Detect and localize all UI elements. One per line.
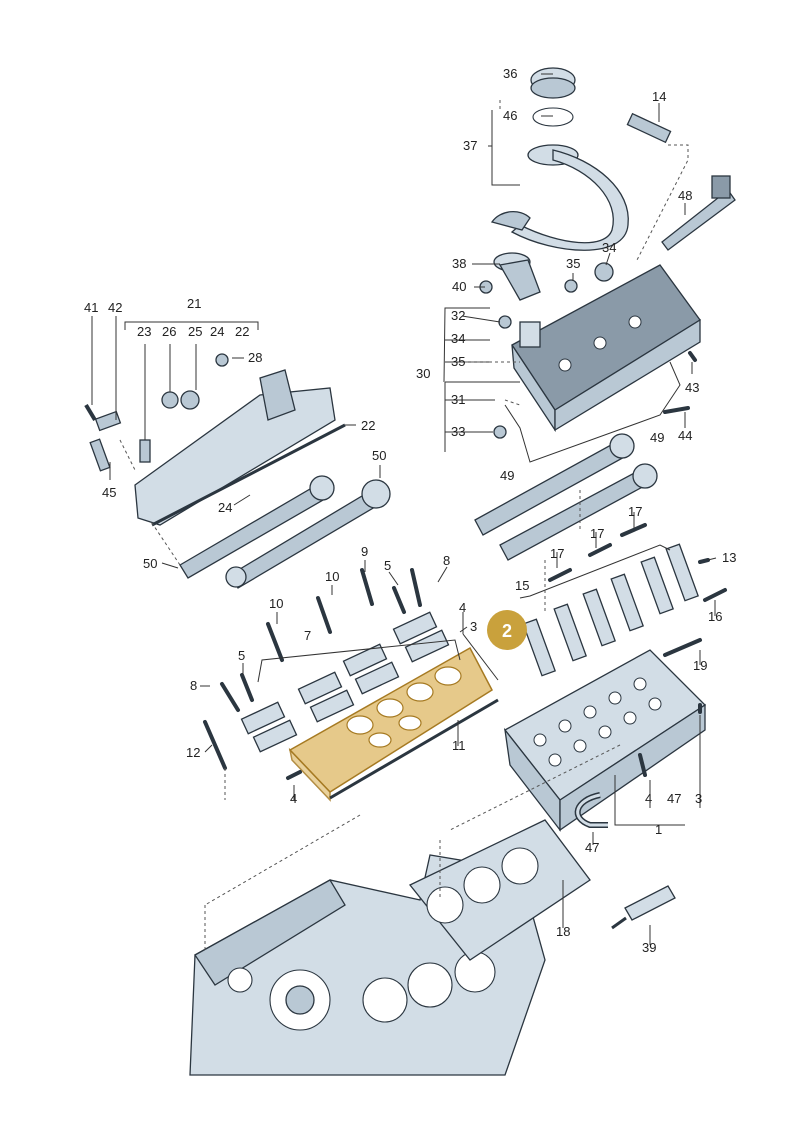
label-31: 31 xyxy=(451,392,465,407)
label-22-right: 22 xyxy=(361,418,375,433)
label-3-top: 3 xyxy=(470,619,477,634)
label-26: 26 xyxy=(162,324,176,339)
oil-filler-assembly xyxy=(490,67,629,251)
label-47-bottom: 47 xyxy=(585,840,599,855)
breather-parts xyxy=(479,252,614,439)
badge-circle[interactable] xyxy=(487,610,527,650)
label-5-left: 5 xyxy=(238,648,245,663)
label-11: 11 xyxy=(452,738,466,753)
label-35-mid: 35 xyxy=(451,354,465,369)
label-34-mid: 34 xyxy=(451,331,465,346)
bolts-left xyxy=(203,568,422,780)
sensor-and-injector xyxy=(626,112,736,251)
label-14: 14 xyxy=(652,89,666,104)
label-43: 43 xyxy=(685,380,699,395)
valve-cover-right xyxy=(511,264,701,433)
label-10-top: 10 xyxy=(325,569,339,584)
small-parts-right xyxy=(548,351,727,777)
camshafts-right xyxy=(474,433,658,561)
label-4-right: 4 xyxy=(645,791,652,806)
label-21: 21 xyxy=(187,296,201,311)
label-24-top: 24 xyxy=(210,324,224,339)
label-1: 1 xyxy=(655,822,662,837)
label-48: 48 xyxy=(678,188,692,203)
label-33: 33 xyxy=(451,424,465,439)
label-38: 38 xyxy=(452,256,466,271)
label-15: 15 xyxy=(515,578,529,593)
sealant-tube xyxy=(611,885,676,930)
label-28: 28 xyxy=(248,350,262,365)
badge-number[interactable]: 2 xyxy=(502,621,512,641)
label-7: 7 xyxy=(304,628,311,643)
label-50-left: 50 xyxy=(143,556,157,571)
label-5-top: 5 xyxy=(384,558,391,573)
label-4-top: 4 xyxy=(459,600,466,615)
position-badge[interactable]: 2 xyxy=(487,610,527,650)
rocker-arms-right xyxy=(522,543,699,677)
label-47-right: 47 xyxy=(667,791,681,806)
label-12: 12 xyxy=(186,745,200,760)
camshaft-cover-left xyxy=(134,369,346,527)
label-17-left: 17 xyxy=(550,546,564,561)
head-gasket xyxy=(408,819,591,961)
label-8-top: 8 xyxy=(443,553,450,568)
label-39: 39 xyxy=(642,940,656,955)
rod-11 xyxy=(329,698,499,800)
label-40: 40 xyxy=(452,279,466,294)
label-24-bottom: 24 xyxy=(218,500,232,515)
label-13: 13 xyxy=(722,550,736,565)
label-23: 23 xyxy=(137,324,151,339)
label-49-right: 49 xyxy=(650,430,664,445)
label-4-bottom: 4 xyxy=(290,791,297,806)
label-17-far: 17 xyxy=(628,504,642,519)
label-35-top: 35 xyxy=(566,256,580,271)
label-49-left: 49 xyxy=(500,468,514,483)
label-30: 30 xyxy=(416,366,430,381)
leader-lines xyxy=(91,73,717,950)
rocker-arms-left xyxy=(240,611,450,753)
label-42: 42 xyxy=(108,300,122,315)
label-46: 46 xyxy=(503,108,517,123)
label-19: 19 xyxy=(693,658,707,673)
pipe-47-inner xyxy=(576,793,608,827)
camshafts-left xyxy=(179,475,391,589)
label-22-top: 22 xyxy=(235,324,249,339)
label-3-right: 3 xyxy=(695,791,702,806)
label-8-left: 8 xyxy=(190,678,197,693)
label-50-right: 50 xyxy=(372,448,386,463)
label-17-right: 17 xyxy=(590,526,604,541)
part-labels: 36 46 37 14 48 38 34 35 40 32 34 35 30 3… xyxy=(84,66,736,955)
label-16: 16 xyxy=(708,609,722,624)
label-34-top: 34 xyxy=(602,240,616,255)
label-18: 18 xyxy=(556,924,570,939)
label-9: 9 xyxy=(361,544,368,559)
label-36: 36 xyxy=(503,66,517,81)
label-45: 45 xyxy=(102,485,116,500)
label-10-left: 10 xyxy=(269,596,283,611)
label-25: 25 xyxy=(188,324,202,339)
label-37: 37 xyxy=(463,138,477,153)
label-32: 32 xyxy=(451,308,465,323)
label-44: 44 xyxy=(678,428,692,443)
label-41: 41 xyxy=(84,300,98,315)
highlighted-cam-carrier xyxy=(288,646,493,802)
